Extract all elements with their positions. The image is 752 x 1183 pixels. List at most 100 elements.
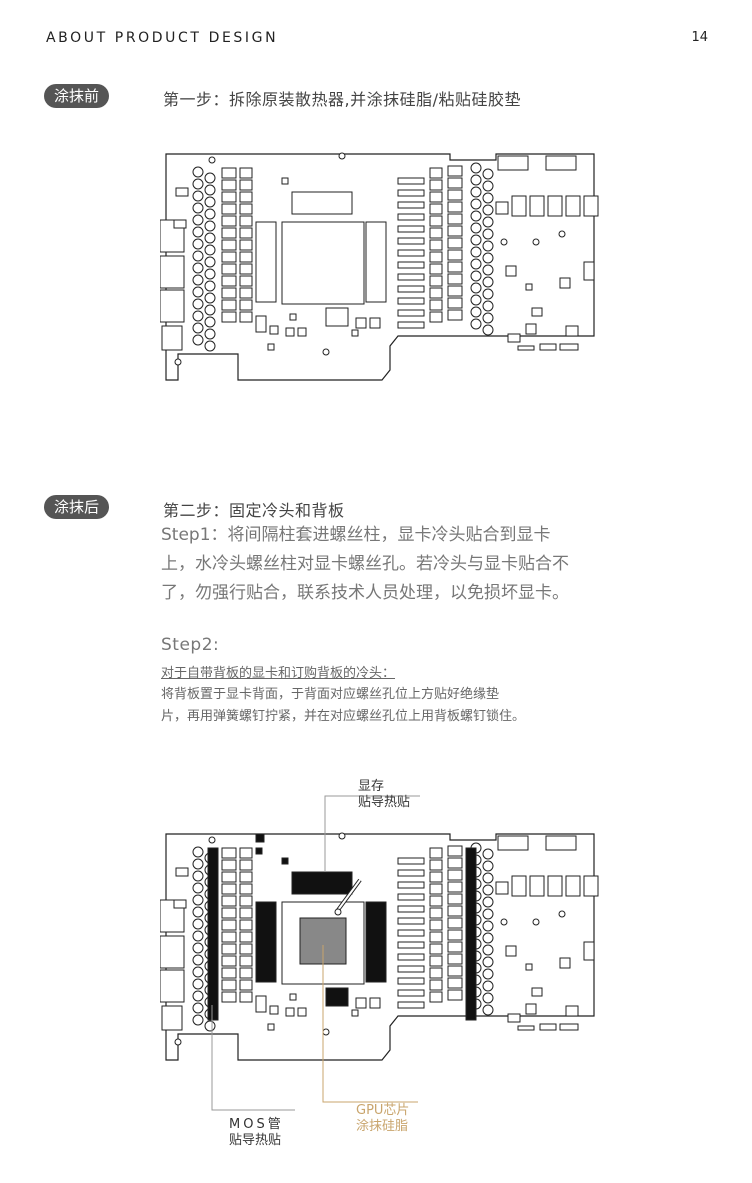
component <box>351 329 359 337</box>
component <box>297 1007 307 1017</box>
component <box>559 957 571 969</box>
memory-label-2: 贴导热贴 <box>358 795 411 810</box>
inductor <box>239 967 253 979</box>
capacitor <box>192 202 204 214</box>
resistor-pair <box>397 321 425 329</box>
capacitor <box>192 1002 204 1014</box>
inductor <box>221 287 237 299</box>
inductor <box>239 167 253 179</box>
capacitor <box>470 198 482 210</box>
resistor-pair <box>397 237 425 245</box>
mosfet <box>511 875 527 897</box>
inductor <box>239 191 253 203</box>
component <box>525 1003 537 1015</box>
capacitor <box>204 340 216 352</box>
component <box>351 1009 359 1017</box>
inductor <box>221 179 237 191</box>
syringe-tip <box>334 908 342 916</box>
component <box>583 941 595 961</box>
inductor <box>239 203 253 215</box>
inductor <box>447 165 463 177</box>
inductor <box>221 275 237 287</box>
resistor-pair <box>397 1001 425 1009</box>
connector <box>545 835 577 851</box>
resistor-pair <box>397 965 425 973</box>
component <box>289 993 297 1001</box>
inductor <box>221 311 237 323</box>
component <box>505 945 517 957</box>
capacitor <box>470 162 482 174</box>
capacitor <box>470 258 482 270</box>
component <box>559 343 579 351</box>
component <box>175 867 189 877</box>
resistor-pair <box>397 297 425 305</box>
capacitor <box>470 282 482 294</box>
component <box>175 187 189 197</box>
resistor-pair <box>397 261 425 269</box>
inductor <box>429 299 443 311</box>
inductor <box>429 203 443 215</box>
capacitor <box>470 306 482 318</box>
capacitor <box>482 896 494 908</box>
inductor <box>447 929 463 941</box>
memory-callout-line <box>324 795 420 872</box>
inductor <box>221 251 237 263</box>
component <box>289 313 297 321</box>
component <box>325 307 349 327</box>
page-number: 14 <box>691 30 708 45</box>
component <box>255 847 263 855</box>
inductor <box>221 203 237 215</box>
capacitor <box>482 264 494 276</box>
resistor-pair <box>397 189 425 197</box>
graphics-card-diagram-before <box>160 152 599 381</box>
inductor <box>239 311 253 323</box>
component <box>369 997 381 1009</box>
capacitor <box>482 228 494 240</box>
component <box>269 1005 279 1015</box>
resistor-pair <box>397 953 425 961</box>
step2-label: Step2: <box>161 635 220 655</box>
mosfet <box>547 875 563 897</box>
component <box>281 177 289 185</box>
badge-before: 涂抹前 <box>44 84 110 108</box>
inductor <box>447 177 463 189</box>
capacitor <box>204 304 216 316</box>
mosfet <box>583 875 599 897</box>
inductor <box>221 227 237 239</box>
capacitor <box>204 244 216 256</box>
capacitor <box>482 168 494 180</box>
capacitor <box>192 250 204 262</box>
gpu-label-2: 涂抹硅脂 <box>356 1119 409 1134</box>
capacitor <box>192 190 204 202</box>
inductor <box>221 979 237 991</box>
capacitor <box>482 216 494 228</box>
inductor <box>447 869 463 881</box>
capacitor <box>482 992 494 1004</box>
syringe-body <box>337 879 361 911</box>
capacitor <box>192 238 204 250</box>
resistor-pair <box>397 213 425 221</box>
capacitor <box>192 286 204 298</box>
inductor <box>239 871 253 883</box>
resistor-pair <box>397 857 425 865</box>
capacitor <box>482 860 494 872</box>
component <box>507 333 521 343</box>
inductor <box>239 179 253 191</box>
inductor <box>429 919 443 931</box>
capacitor <box>192 334 204 346</box>
inductor <box>221 859 237 871</box>
capacitor <box>482 240 494 252</box>
inductor <box>447 845 463 857</box>
capacitor <box>470 234 482 246</box>
connector <box>497 155 529 171</box>
screw-hole <box>558 230 566 238</box>
capacitor <box>192 214 204 226</box>
component <box>267 1023 275 1031</box>
capacitor <box>482 180 494 192</box>
inductor <box>429 311 443 323</box>
io-bracket <box>161 1005 183 1031</box>
inductor <box>429 955 443 967</box>
inductor <box>429 967 443 979</box>
step2-description: 将背板置于显卡背面，于背面对应螺丝孔位上方贴好绝缘垫 片，再用弹簧螺钉拧紧，并在… <box>161 684 601 728</box>
